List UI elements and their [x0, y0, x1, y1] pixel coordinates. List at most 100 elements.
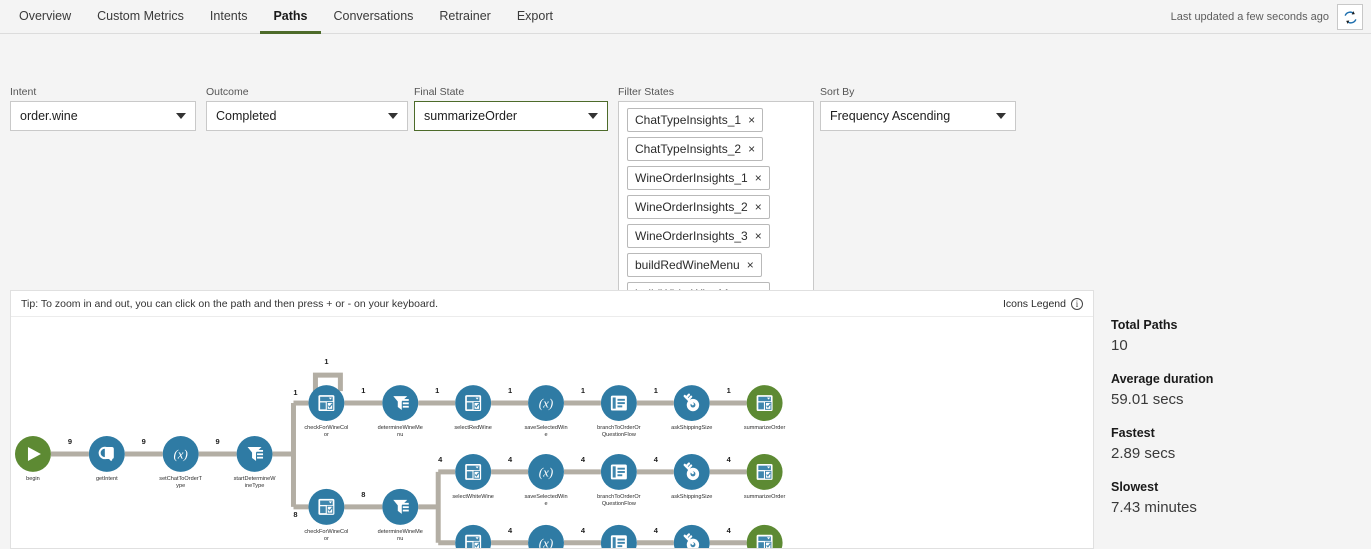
chevron-down-icon: [996, 113, 1006, 119]
node-label: selectWhiteWine: [452, 494, 494, 500]
chip-label: WineOrderInsights_2: [635, 200, 748, 214]
graph-node-getIntent[interactable]: getIntent: [88, 435, 125, 482]
filter-state-chip[interactable]: WineOrderInsights_1 ×: [627, 166, 770, 190]
tab-export[interactable]: Export: [516, 8, 553, 23]
node-label: checkForWineCol: [304, 425, 348, 431]
edge-weight-label: 4: [438, 546, 443, 549]
sort-by-filter: Sort By Frequency Ascending: [820, 86, 1016, 131]
form-icon: [610, 464, 627, 480]
node-label: e: [544, 432, 547, 438]
outcome-select[interactable]: Completed: [206, 101, 408, 131]
stat-value: 2.89 secs: [1111, 445, 1176, 462]
path-graph-svg[interactable]: (x): [11, 317, 1093, 549]
filter-state-chip[interactable]: ChatTypeInsights_2 ×: [627, 137, 764, 161]
graph-edges: [50, 372, 747, 546]
filter-state-chip[interactable]: buildRedWineMenu×: [627, 253, 762, 277]
chip-label: ChatTypeInsights_2: [635, 142, 742, 156]
edge-weight-label: 4: [508, 455, 513, 464]
graph-node-selWhite[interactable]: selectWhiteWine: [452, 453, 494, 500]
node-label: saveSelectedWin: [524, 494, 567, 500]
edge-weight-label: 9: [68, 437, 72, 446]
variable-icon: [538, 464, 554, 480]
graph-node-sum1[interactable]: summarizeOrder: [744, 385, 786, 431]
chip-remove-icon[interactable]: ×: [748, 113, 756, 127]
final-state-select[interactable]: summarizeOrder: [414, 101, 608, 131]
node-label: determineWineMe: [378, 425, 423, 431]
edge-weight-label: 1: [508, 386, 512, 395]
edge-weight-label: 8: [293, 510, 297, 519]
chip-remove-icon[interactable]: ×: [754, 171, 762, 185]
stat-title: Fastest: [1111, 426, 1155, 440]
graph-node-selRed1[interactable]: selectRedWine: [454, 385, 492, 431]
tab-conversations[interactable]: Conversations: [333, 8, 414, 23]
icons-legend-button[interactable]: Icons Legend i: [1003, 297, 1083, 310]
chip-remove-icon[interactable]: ×: [746, 258, 754, 272]
intent-value: order.wine: [20, 109, 78, 123]
edge-weight-label: 1: [361, 386, 365, 395]
node-label: askShippingSize: [671, 494, 712, 500]
stat-title: Average duration: [1111, 372, 1214, 386]
node-label: getIntent: [96, 476, 118, 482]
node-label: determineWineMe: [378, 529, 423, 535]
intent-label: Intent: [10, 86, 37, 98]
chip-remove-icon[interactable]: ×: [748, 142, 756, 156]
top-navigation-bar: Overview Custom Metrics Intents Paths Conver…: [0, 0, 1371, 34]
topbar-right-group: Last updated a few seconds ago: [1171, 0, 1363, 34]
card-icon: [464, 394, 482, 412]
tab-retrainer[interactable]: Retrainer: [439, 8, 491, 23]
chevron-down-icon: [176, 113, 186, 119]
intent-filter: Intent order.wine: [10, 86, 196, 131]
filter-state-chip[interactable]: WineOrderInsights_2 ×: [627, 195, 770, 219]
sort-by-select[interactable]: Frequency Ascending: [820, 101, 1016, 131]
tab-overview[interactable]: Overview: [19, 8, 72, 23]
chip-label: WineOrderInsights_1: [635, 171, 748, 185]
chip-remove-icon[interactable]: ×: [754, 200, 762, 214]
edge-weight-label: 4: [654, 455, 659, 464]
card-icon: [756, 394, 774, 412]
graph-node-begin[interactable]: begin: [14, 435, 51, 482]
nav-tab-list: Overview Custom Metrics Intents Paths Conver…: [0, 0, 566, 34]
filter-states-label: Filter States: [618, 86, 675, 98]
graph-node-ship1[interactable]: askShippingSize: [671, 385, 712, 431]
graph-node-ship2[interactable]: askShippingSize: [671, 453, 712, 500]
variable-icon: [538, 535, 554, 548]
edge-weight-label: 9: [142, 437, 146, 446]
graph-node-sum3[interactable]: summarizeOrder: [744, 524, 786, 549]
graph-node-selRed2[interactable]: selectRedWine: [454, 524, 492, 549]
edge-weight-label: 4: [581, 526, 586, 535]
tab-paths[interactable]: Paths: [260, 0, 321, 34]
tab-custom-metrics[interactable]: Custom Metrics: [97, 8, 184, 23]
path-graph-canvas[interactable]: (x): [11, 317, 1093, 549]
chip-remove-icon[interactable]: ×: [754, 229, 762, 243]
node-label: ype: [176, 483, 185, 489]
stat-value: 7.43 minutes: [1111, 499, 1197, 516]
filter-state-chip[interactable]: ChatTypeInsights_1×: [627, 108, 764, 132]
variable-icon: [538, 395, 554, 411]
card-icon: [756, 534, 774, 548]
tip-bar: Tip: To zoom in and out, you can click o…: [11, 291, 1093, 317]
graph-node-ship3[interactable]: askShippingSize: [671, 524, 712, 549]
form-icon: [610, 535, 627, 548]
filter-state-chip[interactable]: WineOrderInsights_3×: [627, 224, 770, 248]
tab-intents[interactable]: Intents: [209, 8, 248, 23]
node-label: saveSelectedWin: [524, 425, 567, 431]
graph-node-sum2[interactable]: summarizeOrder: [744, 453, 786, 500]
intent-select[interactable]: order.wine: [10, 101, 196, 131]
chevron-down-icon: [588, 113, 598, 119]
refresh-button[interactable]: [1337, 4, 1363, 30]
form-icon: [610, 395, 627, 411]
